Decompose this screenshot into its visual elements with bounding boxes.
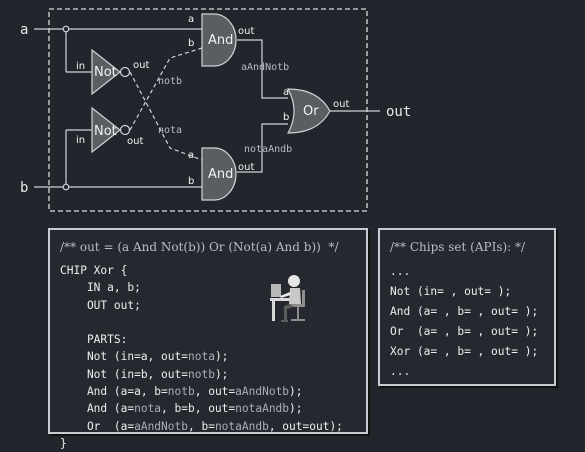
- wire-label-notb: notb: [158, 76, 182, 87]
- code-line: And (a=nota, b=b, out=notaAndb);: [60, 400, 356, 417]
- code-text: );: [214, 350, 229, 364]
- and-top-b-pin: b: [188, 38, 194, 49]
- circuit-diagram: Not in out Not in out And a b out And a …: [20, 8, 411, 212]
- code-line: CHIP Xor {: [60, 262, 356, 279]
- input-b-label: b: [20, 180, 28, 196]
- or-label: Or: [303, 104, 319, 119]
- code-text: );: [214, 367, 229, 381]
- api-line: And (a= , b= , out= );: [390, 305, 539, 318]
- wire-label-nota: nota: [158, 125, 182, 136]
- and-bottom-b-pin: b: [188, 176, 194, 187]
- code-text: Not (in=a, out=: [60, 350, 188, 364]
- or-b-pin: b: [283, 112, 289, 123]
- code-text: [60, 316, 67, 329]
- not-top-in-pin: in: [76, 61, 85, 72]
- code-text: PARTS:: [60, 333, 128, 347]
- junction-b: [62, 183, 70, 191]
- code-text: , out=: [194, 385, 236, 399]
- and-bottom-a-pin: a: [188, 150, 194, 161]
- and-top-label: And: [208, 33, 233, 48]
- and-top-out-pin: out: [238, 26, 254, 37]
- code-line: OUT out;: [60, 297, 356, 314]
- code-text: CHIP Xor {: [60, 264, 128, 277]
- code-line: Not (in=a, out=nota);: [60, 348, 356, 365]
- api-lines: ... Not (in= , out= ); And (a= , b= , out=…: [390, 262, 544, 382]
- code-wire-name: notb: [167, 385, 195, 399]
- chip-boundary: [48, 8, 368, 212]
- code-text: IN a, b;: [60, 281, 141, 295]
- chips-set-api-panel: /** Chips set (APIs): */ ... Not (in= , o…: [378, 228, 556, 386]
- api-line: ...: [390, 265, 411, 278]
- output-label: out: [386, 104, 411, 120]
- or-out-pin: out: [333, 99, 349, 110]
- code-text: );: [289, 385, 303, 399]
- input-a-label: a: [20, 22, 28, 38]
- code-text: And (a=: [60, 402, 135, 416]
- person-at-desk-icon: [270, 275, 305, 322]
- code-comment: /** out = (a And Not(b)) Or (Not(a) And …: [60, 240, 339, 254]
- code-wire-name: notb: [187, 367, 215, 381]
- code-line: Or (a=aAndNotb, b=notaAndb, out=out);: [60, 418, 356, 435]
- code-wire-name: notaAndb: [235, 402, 290, 416]
- code-line: PARTS:: [60, 331, 356, 348]
- api-line: ...: [390, 365, 411, 378]
- code-text: And (a=a, b=: [60, 385, 168, 399]
- not-gate-bottom: Not in out: [76, 106, 143, 154]
- not-top-out-pin: out: [133, 60, 149, 71]
- or-a-pin: a: [283, 87, 289, 98]
- code-wire-name: nota: [134, 402, 162, 416]
- code-line: IN a, b;: [60, 279, 356, 296]
- wire-label-notaAndb: notaAndb: [244, 144, 292, 155]
- code-text: , b=: [187, 419, 215, 433]
- code-lines: CHIP Xor { IN a, b; OUT out; PARTS: Not …: [60, 262, 356, 452]
- code-text: Not (in=b, out=: [60, 367, 188, 381]
- and-bottom-out-pin: out: [238, 162, 254, 173]
- wires: [34, 28, 380, 188]
- code-text: Or (a=: [60, 419, 135, 433]
- not-gate-top: Not in out: [76, 48, 149, 96]
- crossing-wires: [129, 47, 203, 161]
- wire-label-aAndNotb: aAndNotb: [241, 62, 289, 73]
- code-text: }: [60, 436, 67, 450]
- api-line: Or (a= , b= , out= );: [390, 325, 539, 338]
- not-bottom-label: Not: [94, 124, 117, 139]
- code-line: And (a=a, b=notb, out=aAndNotb);: [60, 383, 356, 400]
- code-wire-name: aAndNotb: [134, 419, 188, 433]
- hdl-code-panel: /** out = (a And Not(b)) Or (Not(a) And …: [48, 228, 368, 450]
- junction-a: [62, 25, 70, 33]
- and-gate-top: And a b out: [188, 13, 254, 67]
- and-bottom-label: And: [208, 167, 233, 182]
- code-line: Not (in=b, out=notb);: [60, 366, 356, 383]
- api-comment: /** Chips set (APIs): */: [390, 240, 526, 254]
- api-line: Not (in= , out= );: [390, 285, 512, 298]
- code-line: }: [60, 435, 356, 452]
- not-top-label: Not: [94, 65, 117, 80]
- code-wire-name: aAndNotb: [235, 385, 290, 399]
- code-wire-name: nota: [187, 350, 215, 364]
- not-bottom-in-pin: in: [76, 135, 85, 146]
- not-bottom-out-pin: out: [127, 136, 143, 147]
- and-gate-bottom: And a b out: [188, 147, 254, 201]
- code-text: );: [289, 402, 303, 416]
- code-text: , out=out);: [268, 419, 343, 433]
- code-text: OUT out;: [60, 298, 141, 312]
- api-line: Xor (a= , b= , out= );: [390, 345, 539, 358]
- and-top-a-pin: a: [188, 14, 194, 25]
- or-gate: Or a b out: [283, 87, 349, 134]
- code-wire-name: notaAndb: [214, 419, 269, 433]
- code-text: , b=b, out=: [161, 402, 236, 416]
